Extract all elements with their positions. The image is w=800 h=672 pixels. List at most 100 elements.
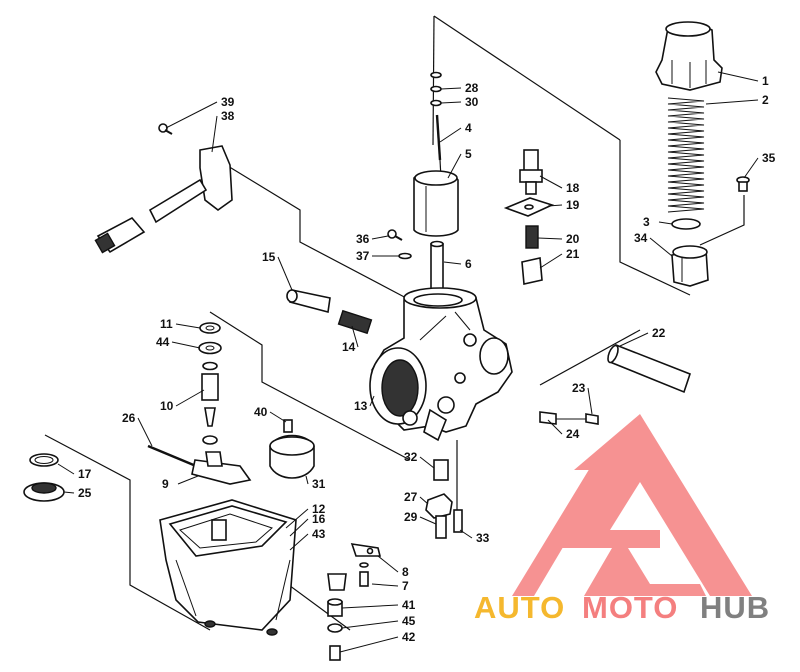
- part-callouts: 1234567891011121314151617181920212223242…: [57, 71, 776, 653]
- leader-line-part-17: [57, 463, 75, 475]
- leader-line-part-9: [177, 475, 199, 485]
- leader-line-part-12: [285, 508, 309, 529]
- leader-line-part-2: [705, 99, 759, 105]
- part-24-fitting: [539, 411, 586, 425]
- leader-line-part-24: [547, 419, 563, 435]
- leader-line-part-20: [537, 237, 563, 240]
- callout-part-35: 35: [762, 151, 776, 165]
- leader-line-part-15: [277, 256, 293, 291]
- part-42-bolt: [329, 645, 341, 661]
- watermark-word-hub: HUB: [700, 590, 770, 625]
- callout-part-44: 44: [156, 335, 170, 349]
- watermark-word-moto: MOTO: [582, 590, 678, 625]
- callout-part-45: 45: [402, 614, 416, 628]
- callout-part-21: 21: [566, 247, 580, 261]
- part-37-clip: [398, 252, 412, 260]
- leader-line-part-8: [377, 555, 399, 573]
- callout-part-1: 1: [762, 74, 769, 88]
- leader-line-part-11: [175, 323, 201, 329]
- part-2-spring: [667, 97, 705, 213]
- callout-part-33: 33: [476, 531, 490, 545]
- callout-part-2: 2: [762, 93, 769, 107]
- leader-line-part-21: [539, 253, 563, 269]
- leader-line-part-18: [539, 175, 563, 189]
- leader-line-part-34: [649, 237, 673, 257]
- part-19-gasket: [503, 197, 555, 217]
- leader-line-part-31: [305, 475, 309, 485]
- part-45-washer: [327, 623, 343, 633]
- part-40-pin: [283, 419, 293, 433]
- leader-line-part-4: [439, 127, 462, 143]
- callout-part-14: 14: [342, 340, 356, 354]
- leader-line-part-44: [171, 341, 201, 349]
- leader-line-part-26: [137, 417, 153, 447]
- part-11-washer-top: [199, 322, 221, 334]
- leader-line-part-19: [547, 204, 563, 207]
- leader-line-part-42: [339, 636, 399, 653]
- callout-part-31: 31: [312, 477, 326, 491]
- callout-part-40: 40: [254, 405, 268, 419]
- callout-part-37: 37: [356, 249, 370, 263]
- part-29-pilot-jet: [435, 515, 447, 539]
- callout-part-26: 26: [122, 411, 136, 425]
- callout-part-28: 28: [465, 81, 479, 95]
- part-36-screw: [387, 229, 403, 241]
- leader-line-part-7: [371, 583, 399, 587]
- leader-line-part-23: [587, 387, 593, 415]
- callout-part-15: 15: [262, 250, 276, 264]
- callout-part-24: 24: [566, 427, 580, 441]
- watermark-word-auto: AUTO: [474, 590, 565, 625]
- part-25-cap: [23, 482, 65, 502]
- leader-line-part-5: [447, 153, 462, 179]
- leader-line-part-43: [289, 533, 309, 551]
- callout-part-41: 41: [402, 598, 416, 612]
- part-3-washer: [671, 218, 701, 230]
- leader-line-part-14: [351, 325, 359, 348]
- part-33-screw: [453, 509, 463, 533]
- callout-part-17: 17: [78, 467, 92, 481]
- part-5-throttle-slide: [413, 170, 459, 237]
- leader-line-part-40: [269, 411, 287, 423]
- callout-part-42: 42: [402, 630, 416, 644]
- callout-part-9: 9: [162, 477, 169, 491]
- leader-line-part-36: [371, 235, 389, 240]
- leader-line-part-30: [440, 101, 462, 104]
- leader-line-part-13: [369, 395, 375, 407]
- part-41-fitting: [327, 598, 343, 617]
- callout-part-10: 10: [160, 399, 174, 413]
- leader-line-part-25: [63, 491, 75, 494]
- part-14-spring: [337, 309, 373, 335]
- part-11-washer-bottom: [202, 361, 218, 371]
- part-32-main-jet: [433, 459, 449, 481]
- callout-part-6: 6: [465, 257, 472, 271]
- part-23-fitting: [585, 413, 599, 425]
- callout-part-36: 36: [356, 232, 370, 246]
- callout-part-30: 30: [465, 95, 479, 109]
- callout-part-32: 32: [404, 450, 418, 464]
- part-35-screw: [736, 176, 750, 192]
- callout-part-8: 8: [402, 565, 409, 579]
- leader-line-part-10: [175, 389, 205, 407]
- leader-line-part-27: [419, 496, 429, 505]
- leader-line-part-1: [717, 71, 759, 82]
- watermark-triangle-shape: [512, 414, 752, 596]
- leader-line-part-38: [211, 115, 218, 153]
- callout-part-13: 13: [354, 399, 368, 413]
- part-10-needle-valve-assembly: [201, 373, 219, 445]
- callout-part-27: 27: [404, 490, 418, 504]
- part-22-tube: [607, 343, 691, 394]
- part-13-carburetor-body: [369, 287, 513, 442]
- callout-part-3: 3: [643, 215, 650, 229]
- part-30-28-washers: [430, 71, 442, 107]
- callout-part-20: 20: [566, 232, 580, 246]
- callout-part-22: 22: [652, 326, 666, 340]
- leader-line-part-41: [341, 604, 399, 609]
- part-9-float-arm: [191, 451, 252, 485]
- part-43-drain: [327, 573, 347, 591]
- leader-line-part-6: [443, 261, 462, 265]
- part-15-throttle-stop-screw: [286, 289, 331, 314]
- part-1-cap: [655, 21, 723, 91]
- part-27-nut: [425, 493, 453, 519]
- part-44-washer: [198, 341, 222, 355]
- callout-part-5: 5: [465, 147, 472, 161]
